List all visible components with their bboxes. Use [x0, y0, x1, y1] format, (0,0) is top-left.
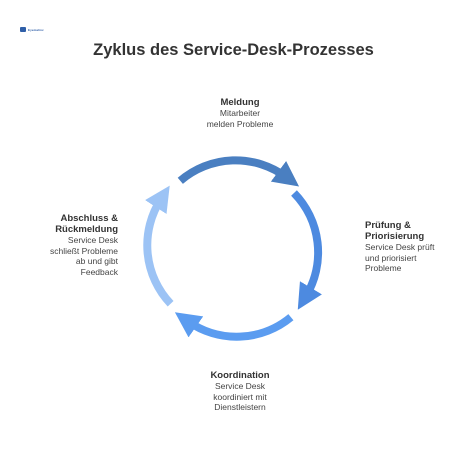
step-koordination-title: Koordination — [210, 370, 270, 381]
step-meldung-title: Meldung — [220, 97, 260, 108]
step-abschluss-desc: Service Desk schließt Probleme ab und gi… — [49, 235, 118, 277]
logo: Eyemalinc — [20, 27, 44, 32]
step-koordination: Koordination Service Desk koordiniert mi… — [170, 370, 310, 413]
arc-abschluss — [143, 185, 174, 307]
step-koordination-desc: Service Desk koordiniert mit Dienstleist… — [213, 381, 267, 412]
arc-pruefung — [291, 190, 323, 310]
logo-icon — [20, 27, 26, 32]
step-abschluss: Abschluss & Rückmeldung Service Desk sch… — [20, 213, 118, 277]
arc-meldung — [177, 156, 300, 187]
step-meldung: Meldung Mitarbeiter melden Probleme — [170, 97, 310, 129]
step-pruefung-title: Prüfung & Priorisierung — [365, 220, 425, 242]
step-pruefung: Prüfung & Priorisierung Service Desk prü… — [365, 220, 465, 274]
step-meldung-desc: Mitarbeiter melden Probleme — [206, 108, 274, 129]
step-pruefung-desc: Service Desk prüft und priorisiert Probl… — [365, 242, 435, 273]
diagram-title: Zyklus des Service-Desk-Prozesses — [93, 41, 374, 59]
arc-koordination — [174, 312, 294, 341]
step-abschluss-title: Abschluss & Rückmeldung — [55, 213, 118, 235]
logo-text: Eyemalinc — [28, 27, 44, 32]
